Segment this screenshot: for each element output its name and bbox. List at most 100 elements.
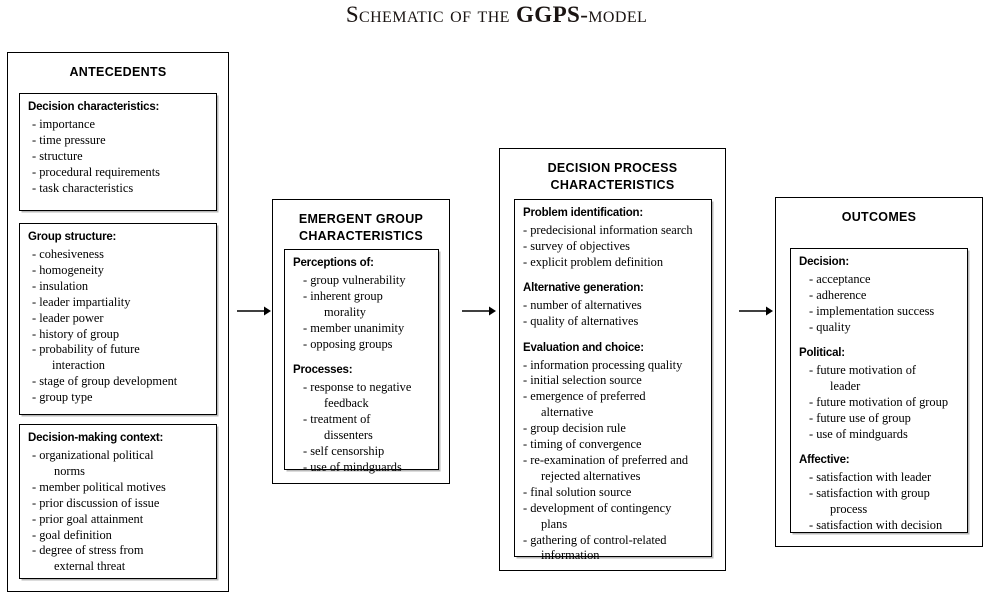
group-box-decision-characteristics: Decision characteristics: - importance -… [19,93,217,211]
list-item: - future motivation of group [809,394,949,409]
list-group-structure: - cohesiveness - homogeneity - insulatio… [28,247,209,406]
list-problem-identification: - predecisional information search - sur… [523,223,704,270]
list-item: - information processing quality [523,357,683,372]
list-item: - group vulnerability [303,273,406,287]
list-processes: - response to negative feedback - treatm… [293,380,431,475]
group-heading-alternative-generation: Alternative generation: [523,282,644,295]
list-item: - predecisional information search [523,223,693,237]
list-item-continuation: norms [54,463,85,478]
list-item: - inherent group [303,288,383,303]
stage-heading-process: DECISION PROCESS CHARACTERISTICS [500,160,725,194]
group-heading-perceptions-of: Perceptions of: [293,257,374,269]
list-item: - re-examination of preferred and [523,452,689,467]
group-box-process-details: Problem identification: - predecisional … [514,199,712,562]
list-item: - quality of alternatives [523,314,639,329]
list-item: - timing of convergence [523,437,642,452]
list-item: - insulation [32,278,89,293]
list-evaluation-and-choice: - information processing quality - initi… [523,358,704,564]
list-item: - future motivation of [809,363,917,378]
group-heading-evaluation-and-choice: Evaluation and choice: [523,341,644,354]
list-item: - gathering of control-related [523,532,667,547]
group-heading-group-structure: Group structure: [28,231,117,243]
group-box-group-structure: Group structure: - cohesiveness - homoge… [19,223,217,415]
list-item: - importance [32,117,95,131]
list-item: - acceptance [809,272,871,286]
arrow-emergent-to-process [462,303,496,324]
group-heading-decision-characteristics: Decision characteristics: [28,101,160,113]
list-item: - implementation success [809,303,935,318]
list-item-continuation: feedback [324,395,369,410]
list-item: - prior goal attainment [32,511,144,526]
list-item: - number of alternatives [523,298,642,313]
list-item: - degree of stress from [32,543,144,558]
list-decision-characteristics: - importance - time pressure - structure… [28,117,209,196]
group-box-outcomes-details: Decision: - acceptance - adherence - imp… [790,248,968,533]
list-item: - probability of future [32,342,140,357]
list-item: - goal definition [32,527,112,542]
list-item: - response to negative [303,380,412,395]
list-item: - use of mindguards [303,459,402,474]
group-heading-political: Political: [799,347,845,360]
stage-heading-emergent-line1: EMERGENT GROUP [298,212,424,226]
list-item: - opposing groups [303,336,393,351]
list-item: - satisfaction with decision [809,517,943,532]
list-item: - survey of objectives [523,238,631,253]
list-item-continuation: interaction [52,358,105,373]
list-decision-outcomes: - acceptance - adherence - implementatio… [799,272,960,335]
arrow-process-to-outcomes [739,303,773,324]
list-item: - stage of group development [32,374,178,389]
stage-box-decision-process-characteristics: DECISION PROCESS CHARACTERISTICS Problem… [499,148,726,571]
list-decision-making-context: - organizational political norms - membe… [28,448,209,575]
list-item: - satisfaction with leader [809,470,932,485]
list-item: - structure [32,148,83,163]
stage-heading-emergent-line2: CHARACTERISTICS [299,229,423,243]
list-affective-outcomes: - satisfaction with leader - satisfactio… [799,470,960,533]
group-heading-problem-identification: Problem identification: [523,207,643,219]
list-item: - emergence of preferred [523,389,646,404]
list-item: - leader power [32,310,104,325]
list-item: - history of group [32,326,120,341]
stage-box-outcomes: OUTCOMES Decision: - acceptance - adhere… [775,197,983,547]
list-item: - self censorship [303,443,385,458]
group-heading-decision: Decision: [799,256,849,268]
list-item: - use of mindguards [809,426,908,441]
list-item: - member unanimity [303,320,405,335]
page-title-acronym: GGPS [516,2,581,27]
stage-box-emergent-group-characteristics: EMERGENT GROUP CHARACTERISTICS Perceptio… [272,199,450,484]
list-item: - time pressure [32,132,106,147]
list-item-continuation: external threat [54,559,126,574]
list-item: - adherence [809,287,867,302]
list-item-continuation: leader [830,379,861,394]
list-item: - explicit problem definition [523,254,664,269]
list-item: - homogeneity [32,262,104,277]
page-title-suffix: -model [580,2,648,27]
list-item: - task characteristics [32,180,134,195]
list-item: - final solution source [523,484,632,499]
stage-box-antecedents: ANTECEDENTS Decision characteristics: - … [7,52,229,592]
group-box-emergent-details: Perceptions of: - group vulnerability - … [284,249,439,474]
list-item: - prior discussion of issue [32,495,160,510]
list-alternative-generation: - number of alternatives - quality of al… [523,298,704,329]
page-title: Schematic of the GGPS-model [0,2,993,28]
list-item: - member political motives [32,479,166,494]
group-heading-decision-making-context: Decision-making context: [28,432,164,444]
list-item: - future use of group [809,410,911,425]
list-item: - group decision rule [523,421,626,436]
list-item: - organizational political [32,448,154,462]
stage-heading-outcomes: OUTCOMES [841,210,917,224]
list-item: - development of contingency [523,500,672,515]
arrow-antecedents-to-emergent [237,303,271,324]
list-item: - leader impartiality [32,294,131,309]
list-item-continuation: alternative [541,405,594,420]
group-box-decision-making-context: Decision-making context: - organizationa… [19,424,217,579]
stage-heading-process-line2: CHARACTERISTICS [550,178,675,192]
group-heading-affective: Affective: [799,454,850,467]
list-item: - cohesiveness [32,247,104,261]
stage-heading-process-line1: DECISION PROCESS [547,161,678,175]
list-item-continuation: rejected alternatives [541,468,641,483]
list-item: - quality [809,319,851,334]
list-item-continuation: process [830,501,868,516]
list-item: - initial selection source [523,373,642,388]
list-political-outcomes: - future motivation of leader - future m… [799,363,960,442]
list-perceptions-of: - group vulnerability - inherent group m… [293,273,431,352]
